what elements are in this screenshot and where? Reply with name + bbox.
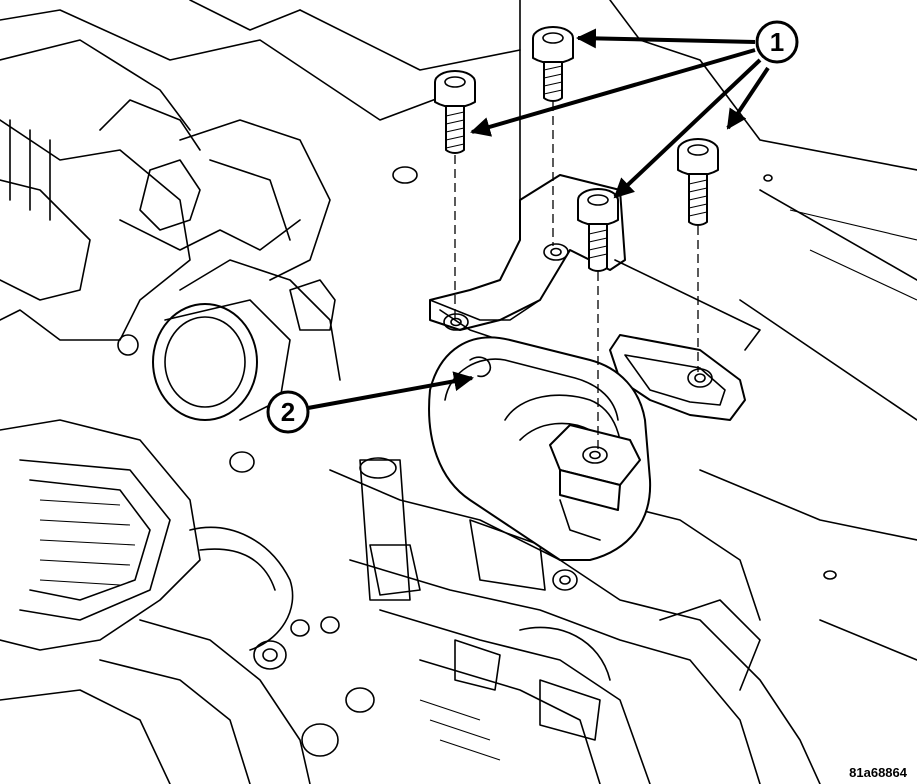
figure-id: 81a68864 [849,765,907,780]
bolt-4 [577,188,619,272]
bolt-3 [677,138,719,226]
callout-2-leader [307,371,474,410]
callout-1: 1 [755,20,799,64]
callout-2-number: 2 [281,397,295,427]
callout-1-leaders [470,28,770,199]
bolt-2 [434,70,476,154]
callout-1-number: 1 [770,27,784,57]
bracket-assembly [429,174,761,421]
callout-2: 2 [266,390,310,434]
installation-lines [454,102,699,450]
transmission-mount [428,336,652,561]
bolt-1 [532,26,574,102]
